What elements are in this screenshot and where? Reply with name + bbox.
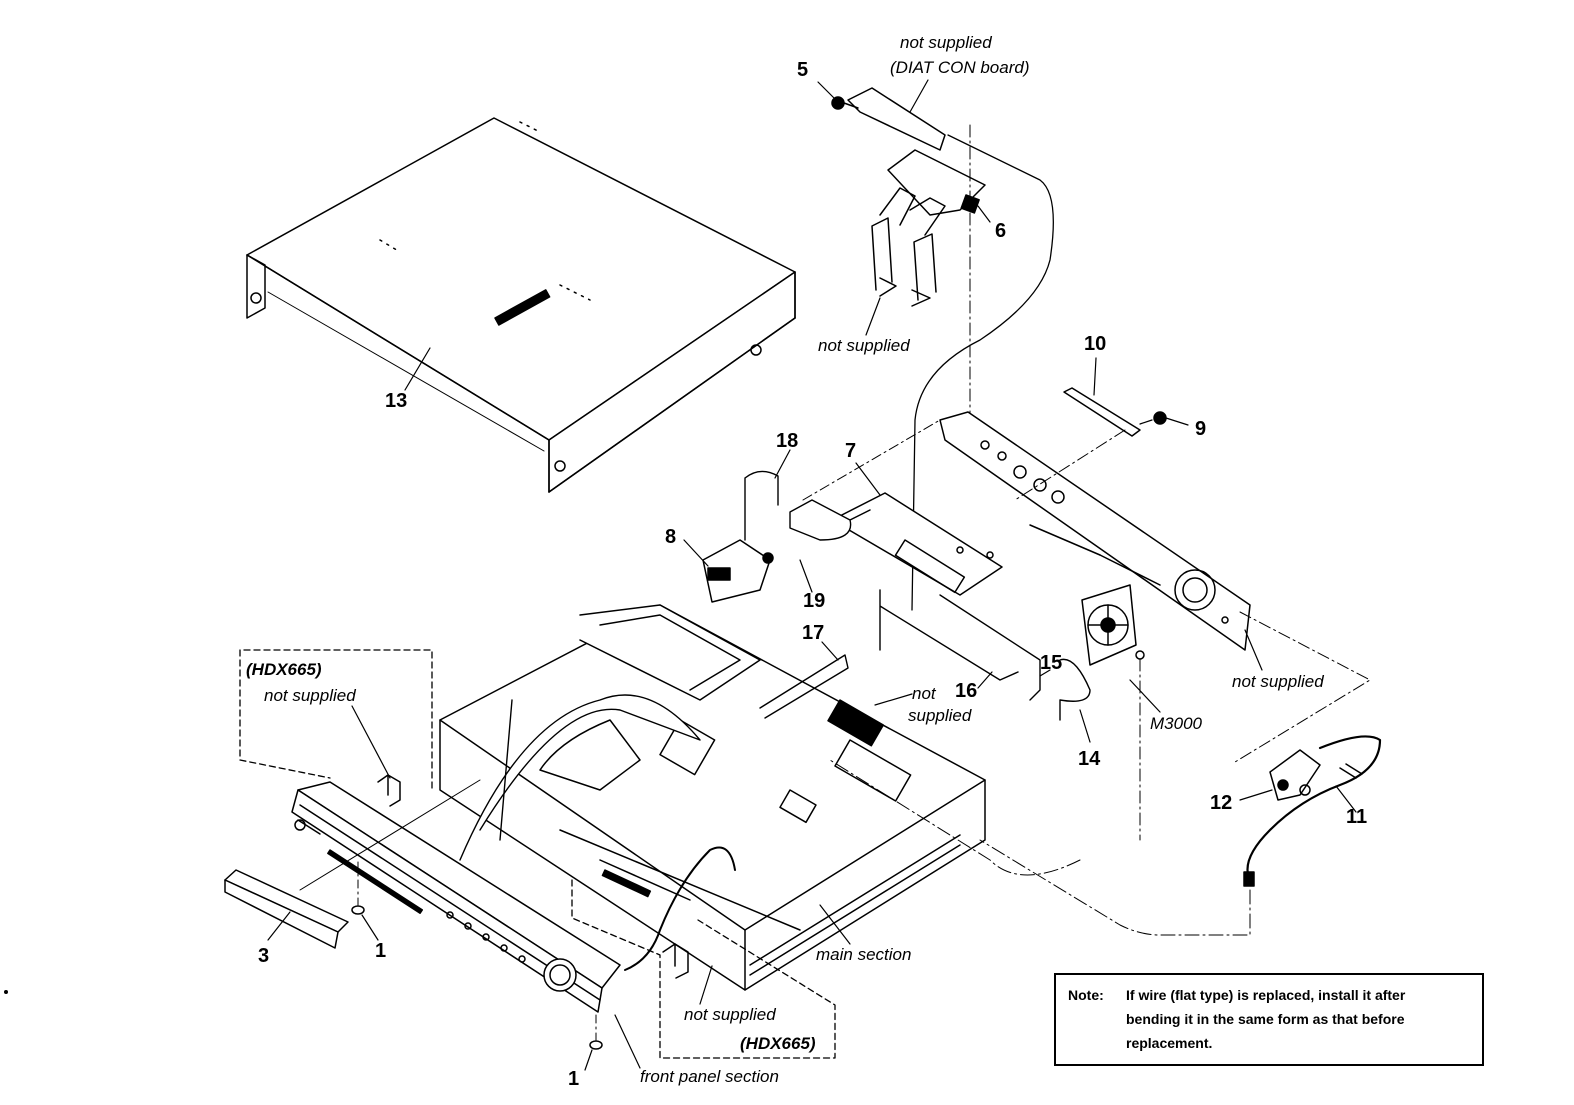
callout-front-panel-section: front panel section xyxy=(640,1067,779,1086)
callout-brackets-not-supplied: not supplied xyxy=(818,336,910,355)
main-chassis xyxy=(439,604,986,991)
part-3-cover xyxy=(224,869,349,949)
rear-guide xyxy=(1014,429,1126,501)
part-number-6: 6 xyxy=(995,220,1007,242)
leader-15 xyxy=(1039,669,1051,677)
callout-center-supplied: supplied xyxy=(908,706,972,725)
leader-11 xyxy=(1335,785,1357,813)
hdx665-box-bottom xyxy=(571,879,836,1059)
callout-main-section: main section xyxy=(816,945,912,964)
part-number-10: 10 xyxy=(1084,333,1107,355)
hdx665-box-top xyxy=(239,649,433,789)
leader-16 xyxy=(977,671,993,689)
flat-wire-18 xyxy=(744,470,779,541)
hdx665-top-bracket xyxy=(377,774,401,807)
leader-6 xyxy=(977,205,991,223)
leader-front-panel-section xyxy=(614,1014,641,1069)
callout-hdx665-top-not-supplied: not supplied xyxy=(264,686,356,705)
foot-part-1a xyxy=(351,861,365,915)
label-m3000: M3000 xyxy=(1150,714,1202,733)
part-19-wire xyxy=(789,499,852,541)
part-number-17: 17 xyxy=(802,622,825,644)
leader-main-section xyxy=(819,904,851,945)
leader-8 xyxy=(683,539,709,567)
flat-wire-main xyxy=(459,694,701,861)
rear-guide-2 xyxy=(1234,611,1371,763)
part-number-5: 5 xyxy=(797,59,809,81)
wire-left xyxy=(499,699,513,841)
guide-3 xyxy=(299,779,481,891)
front-panel xyxy=(291,781,621,1013)
callout-diat-line1: not supplied xyxy=(900,33,992,52)
hdx665-bottom-bracket xyxy=(662,943,689,979)
leader-13 xyxy=(404,347,431,391)
part-number-15: 15 xyxy=(1040,652,1063,674)
part-number-18: 18 xyxy=(776,430,799,452)
callout-hdx665-top-model: (HDX665) xyxy=(246,660,322,679)
leader-19 xyxy=(799,559,813,593)
part-number-9: 9 xyxy=(1195,418,1207,440)
power-cord-part-11 xyxy=(1243,735,1382,887)
leader-m3000 xyxy=(1129,679,1161,713)
note-box: Note: If wire (flat type) is replaced, i… xyxy=(1054,973,1484,1066)
leader-hdx-top xyxy=(351,705,391,779)
part-number-19: 19 xyxy=(803,590,826,612)
leader-12 xyxy=(1239,789,1273,801)
part-17 xyxy=(759,654,849,719)
part-number-14: 14 xyxy=(1078,748,1101,770)
leader-17 xyxy=(821,641,839,661)
part-number-1b: 1 xyxy=(568,1068,580,1090)
bracket-part-10 xyxy=(1063,387,1167,437)
leader-7 xyxy=(855,462,881,496)
leader-10 xyxy=(1093,357,1097,396)
note-heading: Note: xyxy=(1068,987,1104,1003)
part-8-bracket xyxy=(702,539,774,603)
note-line-3: replacement. xyxy=(1126,1035,1213,1051)
leader-5 xyxy=(817,81,835,99)
flat-wire-15 xyxy=(939,594,1041,701)
edge-mark xyxy=(4,990,8,994)
callout-center-not: not xyxy=(912,684,936,703)
guide-7 xyxy=(802,419,941,501)
leader-9 xyxy=(1165,417,1189,426)
top-cover-part-13 xyxy=(246,117,796,493)
leader-rear-not-supplied xyxy=(1244,629,1263,671)
leader-1a xyxy=(361,914,379,941)
leader-3 xyxy=(267,911,291,941)
wire-front xyxy=(624,846,736,971)
leader-14 xyxy=(1079,709,1091,743)
callout-hdx665-bottom-not-supplied: not supplied xyxy=(684,1005,776,1024)
part-number-11: 11 xyxy=(1346,806,1368,828)
flat-wire-16 xyxy=(879,589,1019,681)
note-line-2: bending it in the same form as that befo… xyxy=(1126,1011,1405,1027)
part-number-16: 16 xyxy=(955,680,978,702)
foot-part-1b xyxy=(589,1014,603,1050)
fan-m3000 xyxy=(1081,584,1145,841)
part-number-13: 13 xyxy=(385,390,408,412)
flat-wire-14 xyxy=(1059,658,1091,721)
leader-center-not-supplied xyxy=(874,693,913,706)
note-line-1: If wire (flat type) is replaced, install… xyxy=(1126,987,1406,1003)
leader-hdx-bottom xyxy=(699,965,713,1005)
leader-18 xyxy=(774,449,791,479)
part-number-7: 7 xyxy=(845,440,857,462)
cord-guide xyxy=(829,759,1251,936)
callout-diat-line2: (DIAT CON board) xyxy=(890,58,1030,77)
leader-diat xyxy=(909,79,929,113)
plug-part-12 xyxy=(1269,749,1321,801)
diat-cable xyxy=(911,134,1054,611)
diat-con-board xyxy=(831,87,986,307)
part-number-8: 8 xyxy=(665,526,677,548)
rear-panel xyxy=(939,411,1251,651)
callout-rear-not-supplied: not supplied xyxy=(1232,672,1324,691)
board-part-7 xyxy=(831,492,1003,596)
callout-hdx665-bottom-model: (HDX665) xyxy=(740,1034,816,1053)
part-number-1a: 1 xyxy=(375,940,387,962)
part-number-12: 12 xyxy=(1210,792,1233,814)
leader-brackets xyxy=(865,297,881,336)
part-number-3: 3 xyxy=(258,945,270,967)
leader-1b xyxy=(584,1049,593,1071)
